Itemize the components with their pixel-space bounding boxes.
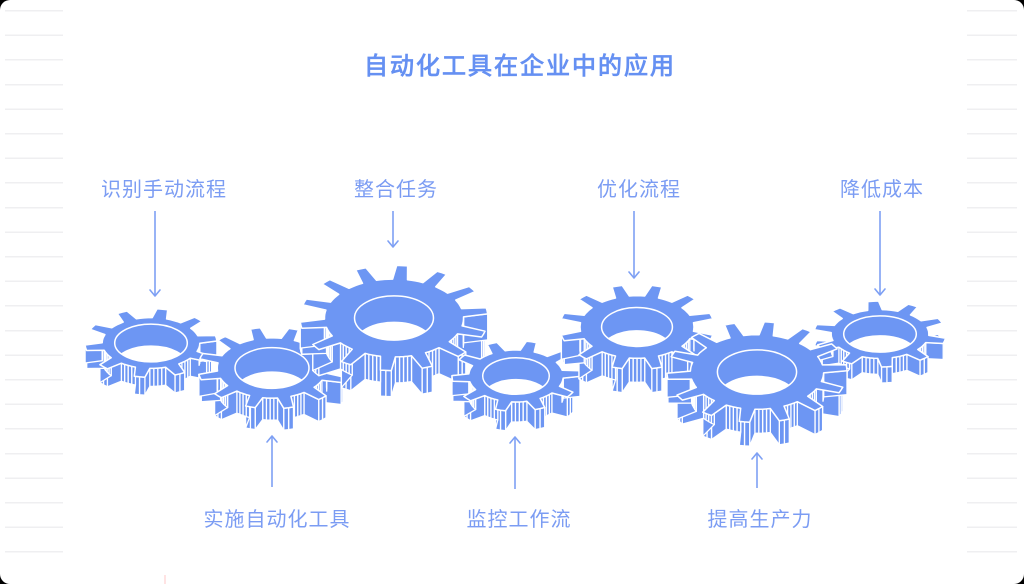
arrow-identify-manual-processes: [149, 211, 161, 297]
callout-label-increase-productivity: 提高生产力: [707, 509, 813, 531]
callout-label-identify-manual-processes: 识别手动流程: [101, 179, 227, 201]
arrow-monitor-workflows: [509, 436, 521, 489]
gear-increase-productivity: [666, 321, 848, 447]
callout-label-implement-automation-tools: 实施自动化工具: [203, 509, 351, 531]
gear-monitor-workflows: [451, 340, 581, 432]
arrow-optimize-processes: [628, 211, 640, 279]
callout-label-reduce-costs: 降低成本: [840, 179, 924, 201]
arrow-integrate-tasks: [387, 211, 399, 248]
gear-integrate-tasks: [299, 264, 489, 398]
callout-label-monitor-workflows: 监控工作流: [466, 509, 572, 531]
gear-identify-manual-processes: [84, 308, 218, 396]
arrow-reduce-costs: [874, 211, 886, 296]
gear-reduce-costs: [813, 300, 947, 384]
arrow-implement-automation-tools: [266, 435, 278, 487]
page-title: 自动化工具在企业中的应用: [364, 53, 676, 80]
callout-label-optimize-processes: 优化流程: [597, 179, 681, 201]
callout-label-integrate-tasks: 整合任务: [354, 179, 438, 201]
background-ruled-lines-right: [967, 10, 1017, 563]
background-ruled-lines-left: [5, 10, 63, 563]
page-edge-artifact: [164, 575, 166, 584]
arrow-increase-productivity: [751, 452, 763, 488]
